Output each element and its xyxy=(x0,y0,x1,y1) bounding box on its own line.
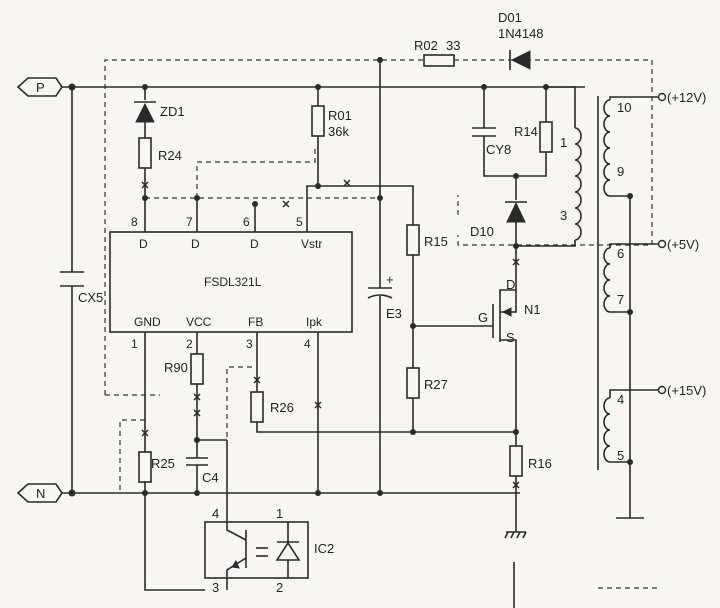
resistor-r01: R01 36k xyxy=(311,87,352,186)
resistor-r24: R24 xyxy=(138,137,182,198)
ic1-pin-2: 2 xyxy=(186,337,193,351)
tx-pin-6: 6 xyxy=(617,246,624,261)
ic-fsdl321l: FSDL321L 8 7 6 5 1 2 3 4 D D D Vstr GND … xyxy=(109,198,353,351)
r25-label: R25 xyxy=(151,456,175,471)
r24-label: R24 xyxy=(158,148,182,163)
ic2-pin-3: 3 xyxy=(212,580,219,595)
ic1-pin-1: 1 xyxy=(131,337,138,351)
resistor-r25: R25 xyxy=(138,451,205,591)
diode-d01: D01 1N4148 xyxy=(498,10,544,70)
n1-source: S xyxy=(506,330,515,345)
capacitor-cx5: CX5 xyxy=(60,271,103,305)
ic2-label: IC2 xyxy=(314,541,334,556)
r90-label: R90 xyxy=(164,360,188,375)
ic1-pin-d3: D xyxy=(250,237,259,251)
ic2-pin-2: 2 xyxy=(276,580,283,595)
resistor-r15: R15 xyxy=(406,224,448,368)
tx-pin-7: 7 xyxy=(617,292,624,307)
output-5v-label: (+5V) xyxy=(667,237,699,252)
output-12v-label: (+12V) xyxy=(667,90,706,105)
output-12v[interactable]: (+12V) xyxy=(657,90,707,105)
vstr-wire xyxy=(306,185,414,232)
r26-label: R26 xyxy=(270,400,294,415)
ic1-pin-8: 8 xyxy=(131,215,138,229)
output-15v-label: (+15V) xyxy=(667,383,706,398)
n1-drain: D xyxy=(506,277,515,292)
resistor-r02: R02 33 xyxy=(414,38,460,67)
n1-label: N1 xyxy=(524,302,541,317)
rails xyxy=(62,86,585,494)
r27-label: R27 xyxy=(424,377,448,392)
terminal-n-label: N xyxy=(36,486,45,501)
ic1-pin-3: 3 xyxy=(246,337,253,351)
tx-pin-5: 5 xyxy=(617,448,624,463)
zener-zd1: ZD1 xyxy=(134,87,185,138)
resistor-r26: R26 xyxy=(250,332,516,433)
r02-label: R02 xyxy=(414,38,438,53)
junction-dots xyxy=(68,57,633,497)
cy8-label: CY8 xyxy=(486,142,511,157)
output-5v[interactable]: (+5V) xyxy=(657,237,700,252)
r14-label: R14 xyxy=(514,124,538,139)
ic1-pin-ipk: Ipk xyxy=(306,315,323,329)
ic2-pin-4: 4 xyxy=(212,506,219,521)
ic1-pin-4: 4 xyxy=(304,337,311,351)
resistor-r16: R16 xyxy=(504,445,552,539)
r16-label: R16 xyxy=(528,456,552,471)
zd1-label: ZD1 xyxy=(160,104,185,119)
ic1-pin-6: 6 xyxy=(243,215,250,229)
ic1-pin-d1: D xyxy=(139,237,148,251)
d01-value: 1N4148 xyxy=(498,26,544,41)
ic1-pin-fb: FB xyxy=(248,315,263,329)
dashed-control-loop xyxy=(104,59,653,493)
capacitor-e3: + E3 xyxy=(367,60,402,493)
tx-pin-1: 1 xyxy=(560,135,567,150)
output-15v[interactable]: (+15V) xyxy=(657,383,707,398)
snubber-network: CY8 R14 D10 xyxy=(470,87,553,246)
resistor-r27: R27 xyxy=(406,367,448,432)
terminal-n[interactable]: N xyxy=(16,483,63,503)
r15-label: R15 xyxy=(424,234,448,249)
cut-marks xyxy=(141,179,520,489)
d10-label: D10 xyxy=(470,224,494,239)
tx-pin-3: 3 xyxy=(560,208,567,223)
r01-value: 36k xyxy=(328,124,349,139)
c4-label: C4 xyxy=(202,470,219,485)
d01-label: D01 xyxy=(498,10,522,25)
ic2-pin-1: 1 xyxy=(276,506,283,521)
e3-label: E3 xyxy=(386,306,402,321)
page-edge-marks xyxy=(513,562,660,608)
r01-label: R01 xyxy=(328,108,352,123)
ic1-pin-d2: D xyxy=(191,237,200,251)
e3-plus: + xyxy=(386,272,394,287)
ic1-pin-5: 5 xyxy=(296,215,303,229)
optocoupler-ic2: 4 1 3 2 IC2 xyxy=(204,440,334,595)
transformer-primary: 1 3 xyxy=(516,86,582,247)
terminal-p-label: P xyxy=(36,80,45,95)
r02-value: 33 xyxy=(446,38,460,53)
tx-pin-9: 9 xyxy=(617,164,624,179)
tx-pin-4: 4 xyxy=(617,392,624,407)
capacitor-c4: C4 xyxy=(186,439,227,493)
tx-pin-10: 10 xyxy=(617,100,631,115)
ic1-pin-vstr: Vstr xyxy=(301,237,322,251)
ic1-pin-7: 7 xyxy=(186,215,193,229)
n1-gate: G xyxy=(478,310,488,325)
transformer-secondary: 10 9 6 7 4 5 xyxy=(597,96,660,519)
ic1-name: FSDL321L xyxy=(204,275,262,289)
ic1-pin-vcc: VCC xyxy=(186,315,212,329)
terminal-p[interactable]: P xyxy=(16,77,63,97)
mosfet-n1: G D S N1 xyxy=(413,246,541,446)
ic1-pin-gnd: GND xyxy=(134,315,161,329)
cx5-label: CX5 xyxy=(78,290,103,305)
